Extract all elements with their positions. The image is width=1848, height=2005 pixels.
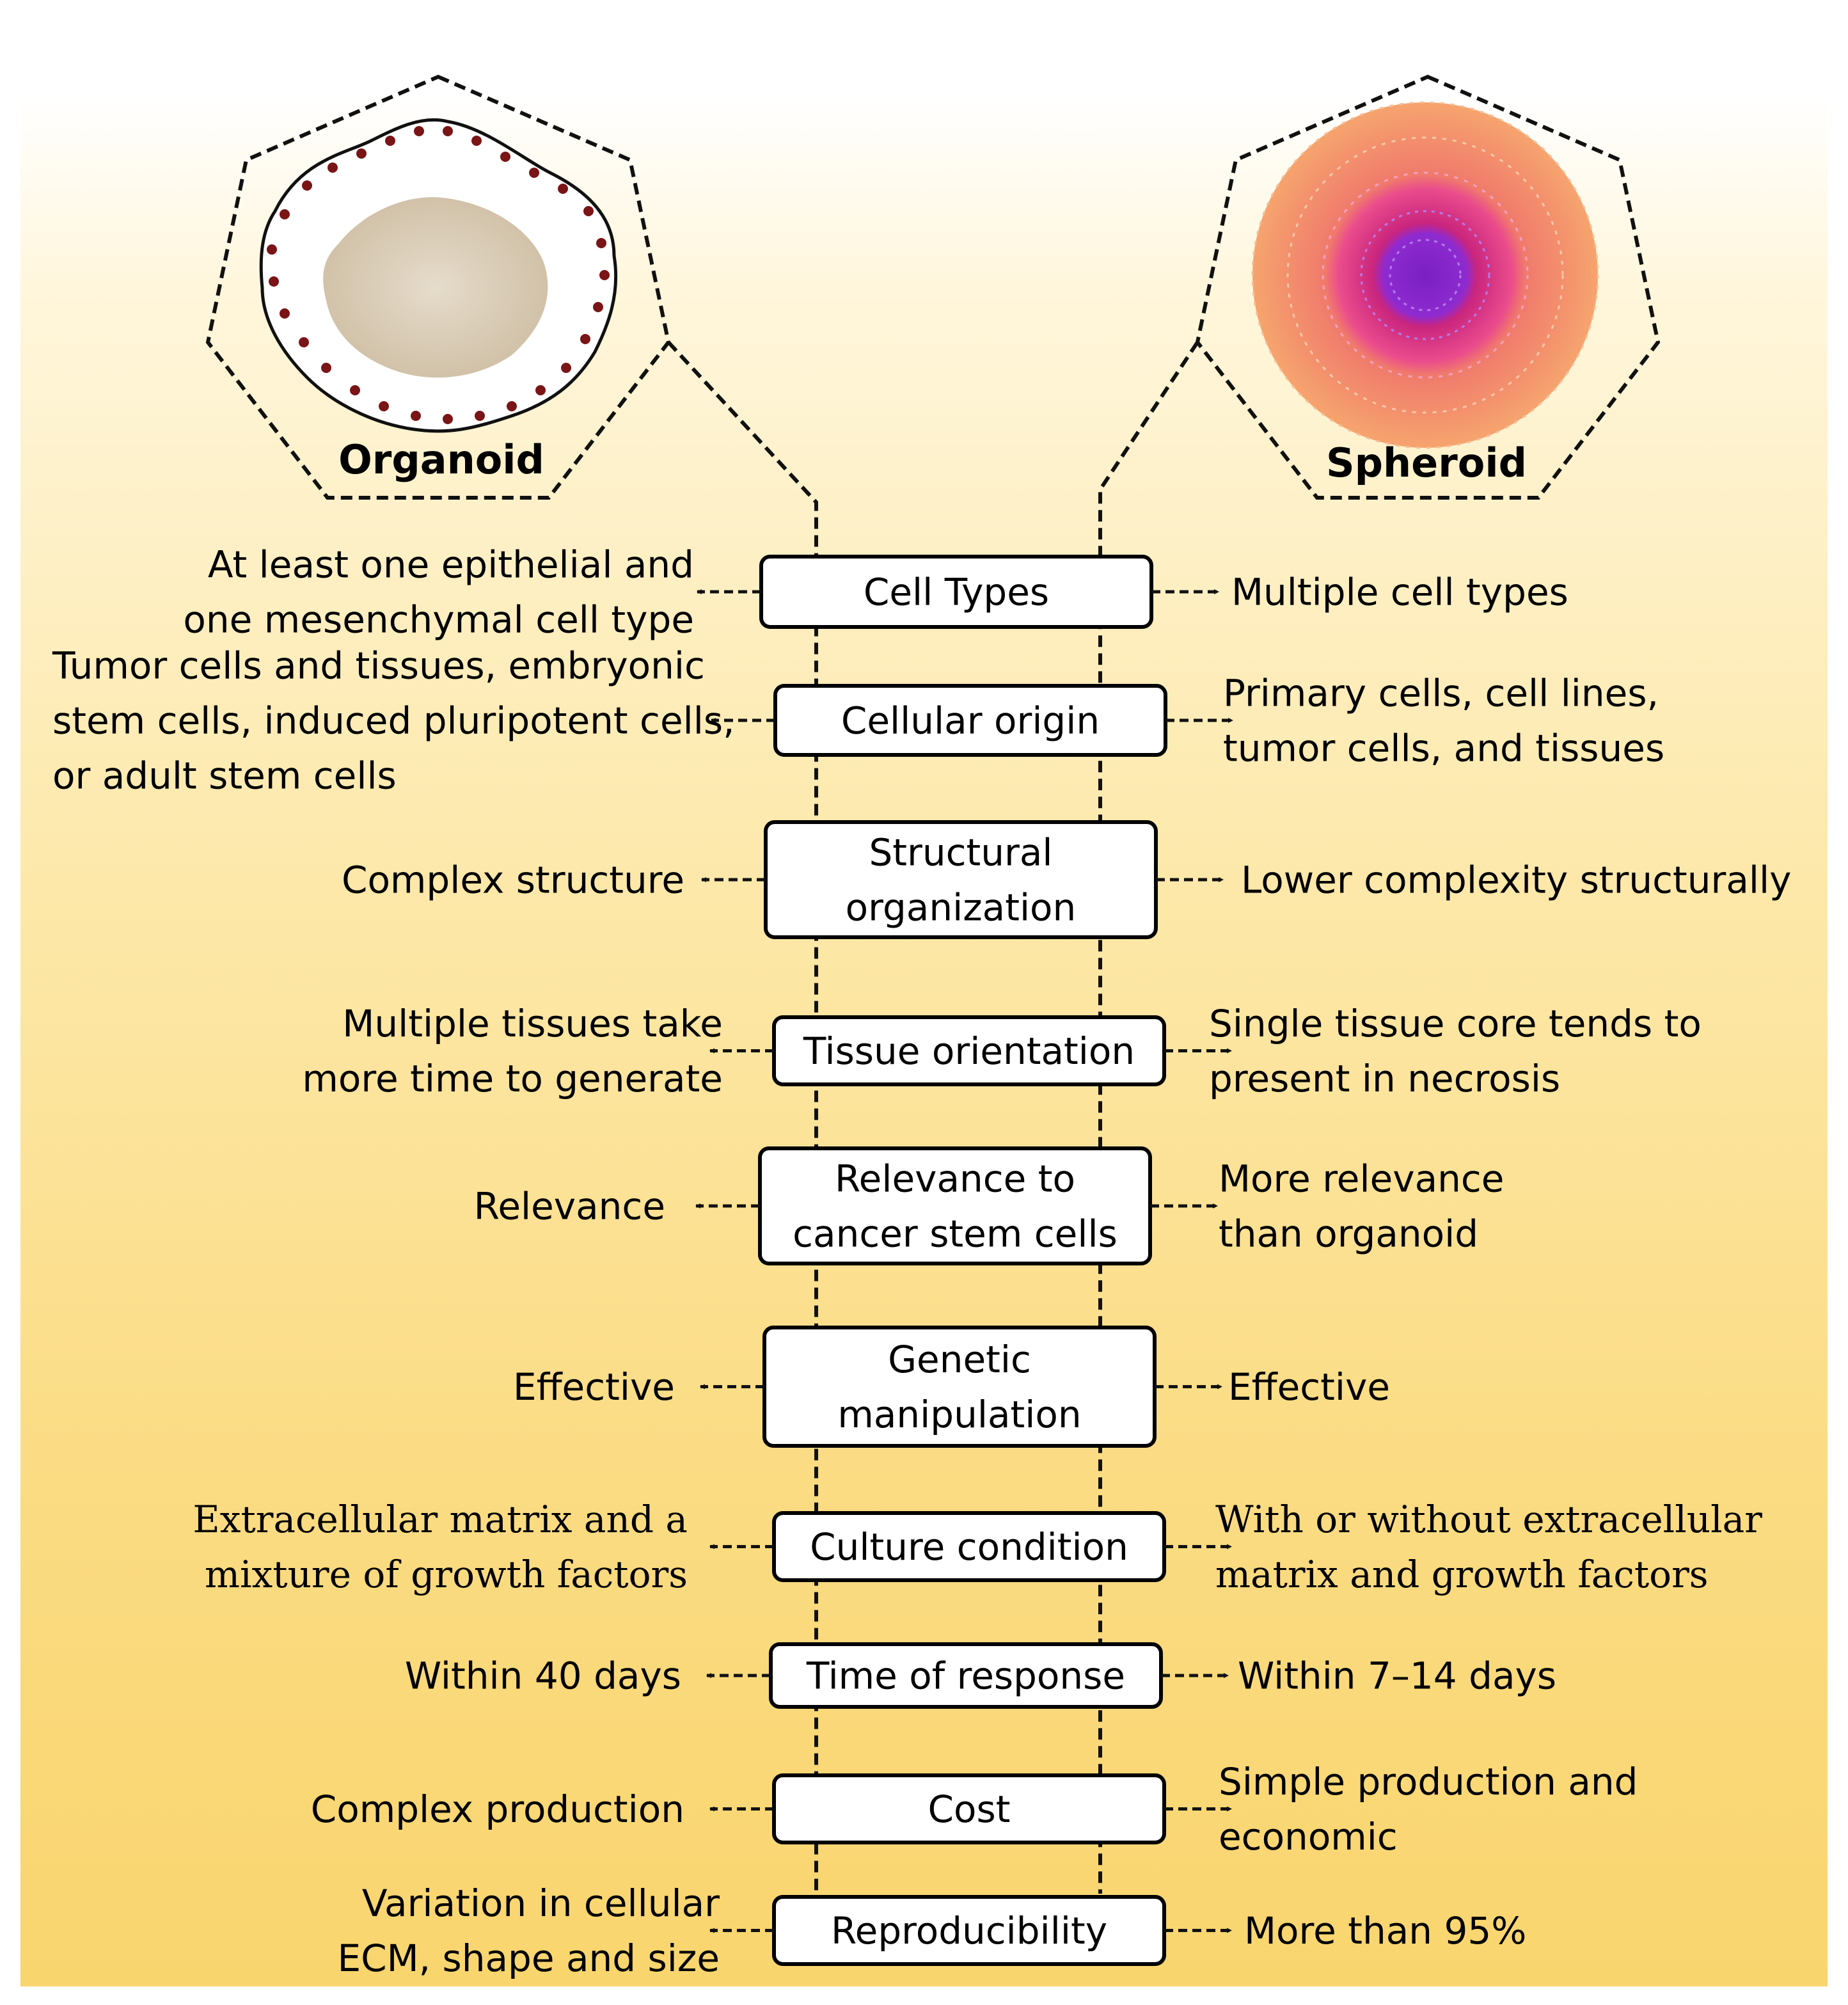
organoid-description: Variation in cellular — [362, 1882, 720, 1925]
organoid-description: Within 40 days — [405, 1654, 681, 1697]
criterion-label: Reproducibility — [831, 1909, 1107, 1953]
criterion-label: Relevance to — [835, 1157, 1075, 1200]
criterion-label: organization — [846, 885, 1077, 929]
comparison-rows: Cell Types At least one epithelial and one… — [52, 543, 1791, 1980]
criterion-label: Cost — [928, 1787, 1011, 1831]
criterion-label: Structural — [869, 830, 1052, 874]
criterion-label: Cellular origin — [841, 699, 1100, 742]
organoid-description: Effective — [513, 1365, 675, 1409]
spheroid-description: Effective — [1228, 1365, 1390, 1409]
spheroid-description: Simple production and — [1219, 1760, 1638, 1803]
spheroid-panel: Spheroid — [1098, 74, 1661, 1894]
organoid-description: mixture of growth factors — [205, 1553, 688, 1596]
organoid-description: one mesenchymal cell type — [183, 598, 694, 641]
spheroid-description: Lower complexity structurally — [1241, 858, 1791, 901]
organoid-description: stem cells, induced pluripotent cells, — [52, 699, 735, 742]
organoid-cells — [267, 126, 610, 424]
spheroid-description: More than 95% — [1244, 1909, 1526, 1953]
criterion-label: cancer stem cells — [793, 1212, 1117, 1255]
organoid-description: Complex structure — [342, 858, 684, 901]
criterion-label: Cell Types — [864, 570, 1049, 614]
organoid-description: Relevance — [474, 1184, 665, 1228]
organoid-description: Extracellular matrix and a — [193, 1498, 688, 1541]
organoid-description: ECM, shape and size — [337, 1937, 720, 1980]
criterion-label: Genetic — [888, 1338, 1031, 1381]
spheroid-label: Spheroid — [1326, 440, 1527, 486]
spheroid-description: present in necrosis — [1209, 1057, 1560, 1100]
organoid-description: Tumor cells and tissues, embryonic — [52, 644, 705, 687]
spheroid-description: Primary cells, cell lines, — [1223, 671, 1659, 715]
spheroid-illustration — [1251, 101, 1599, 449]
spheroid-description: Single tissue core tends to — [1209, 1002, 1702, 1045]
organoid-description: Multiple tissues take — [342, 1002, 723, 1045]
criterion-label: Tissue orientation — [803, 1029, 1135, 1073]
organoid-panel: Organoid — [205, 74, 818, 1894]
organoid-description: Complex production — [311, 1787, 684, 1831]
spheroid-description: More relevance — [1219, 1157, 1504, 1200]
organoid-description: or adult stem cells — [52, 754, 397, 797]
spheroid-description: tumor cells, and tissues — [1223, 726, 1664, 770]
spheroid-description: Within 7–14 days — [1238, 1654, 1556, 1697]
spheroid-description: With or without extracellular — [1215, 1498, 1762, 1541]
organoid-illustration — [259, 118, 618, 433]
spheroid-description: than organoid — [1219, 1212, 1478, 1255]
organoid-label: Organoid — [338, 436, 544, 483]
criterion-label: Culture condition — [810, 1525, 1128, 1569]
organoid-description: more time to generate — [302, 1057, 723, 1100]
organoid-description: At least one epithelial and — [208, 543, 694, 586]
criterion-label: Time of response — [806, 1654, 1125, 1697]
spheroid-description: Multiple cell types — [1231, 570, 1568, 614]
criterion-label: manipulation — [837, 1393, 1081, 1436]
spheroid-description: economic — [1219, 1815, 1398, 1858]
spheroid-description: matrix and growth factors — [1215, 1553, 1709, 1596]
